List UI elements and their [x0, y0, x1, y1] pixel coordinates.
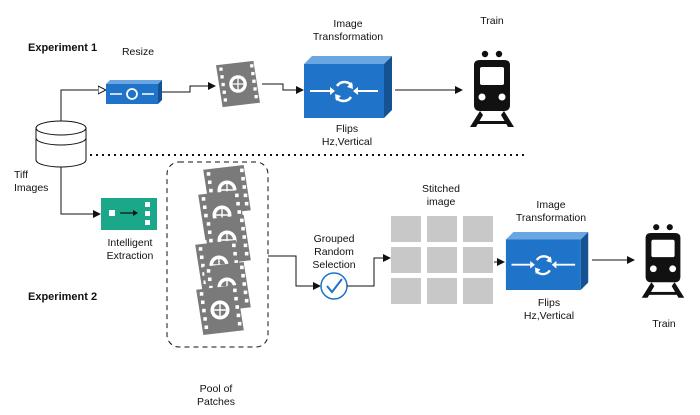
extraction-chip-icon [101, 198, 157, 230]
connector-db-to-resize [60, 90, 106, 121]
connector-selection-to-stitched [347, 254, 391, 287]
experiment2-title: Experiment 2 [28, 291, 98, 303]
train-label: Train [480, 15, 504, 27]
pool-label: Pool of Patches [197, 383, 235, 408]
connector-db-to-extraction [60, 167, 101, 218]
patch-stack-icon [195, 165, 251, 335]
extraction-label: Intelligent Extraction [106, 237, 154, 262]
selection-label: Grouped Random Selection [312, 233, 356, 271]
stitched-label: Stitched image [422, 183, 460, 208]
source-label: Tiff Images [14, 169, 49, 194]
resize-label: Resize [121, 46, 155, 58]
train-icon [470, 50, 514, 127]
patch-pool-box [166, 161, 269, 348]
check-circle-icon [320, 272, 348, 300]
transform-cube-icon [505, 232, 590, 290]
transform-cube-icon [304, 56, 394, 118]
resize-block [106, 80, 162, 104]
connector-pool-to-selection [268, 255, 321, 290]
flips-label: Flips Hz,Vertical [321, 123, 373, 148]
experiment1-title: Experiment 1 [28, 42, 98, 54]
connector-patch-to-transform [262, 83, 304, 94]
database-icon [35, 120, 87, 168]
transform-label: Image Transformation [515, 199, 587, 224]
transform-label: Image Transformation [312, 18, 384, 43]
train-icon [641, 224, 685, 298]
flips-label: Flips Hz,Vertical [523, 297, 575, 322]
film-patch-icon [216, 59, 260, 109]
connector-resize-to-patch [162, 82, 216, 93]
stitched-image-grid [391, 216, 493, 304]
train-label: Train [652, 318, 676, 330]
